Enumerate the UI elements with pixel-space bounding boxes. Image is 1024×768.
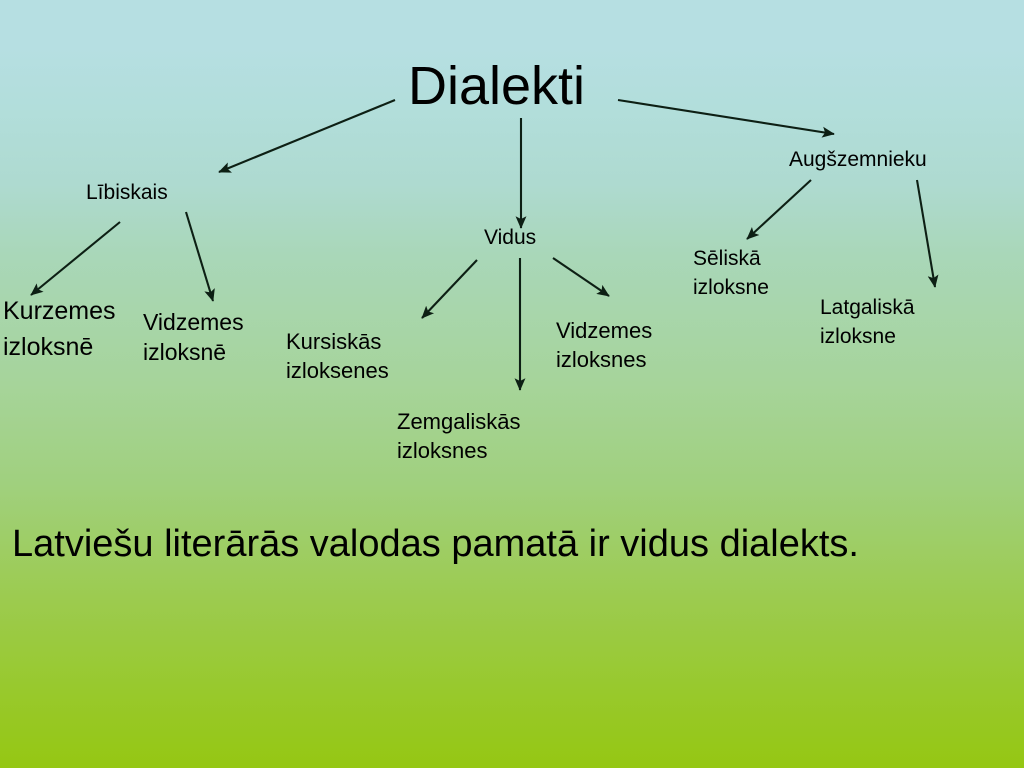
connector-vidus-to-kursiskas (421, 259, 478, 319)
diagram-leaf-vidzemes-izloksne-libiskais: Vidzemes izloksnē (143, 309, 244, 365)
diagram-leaf-zemgaliskas-izloksnes: Zemgaliskās izloksnes (397, 409, 521, 464)
connector-augszemnieku-to-latgaliska (915, 179, 939, 288)
diagram-branch-augszemnieku: Augšzemnieku (789, 148, 927, 171)
diagram-root-dialekti: Dialekti (408, 56, 586, 116)
diagram-branch-libiskais: Lībiskais (86, 181, 168, 204)
diagram-leaf-vidzemes-izloksnes-vidus: Vidzemes izloksnes (556, 318, 653, 373)
diagram-leaf-kurzemes-izloksne: Kurzemes izloksnē (3, 297, 116, 361)
diagram-branch-vidus: Vidus (484, 226, 537, 249)
slide-caption: Latviešu literārās valodas pamatā ir vid… (12, 523, 859, 565)
connector-augszemnieku-to-seliska (746, 179, 812, 240)
diagram-leaf-latgaliska-izloksne: Latgaliskā izloksne (820, 296, 915, 348)
diagram-leaf-kursiskas-izloksenes: Kursiskās izloksenes (286, 329, 389, 384)
connector-root-to-augszemnieku (617, 98, 835, 138)
connector-libiskais-to-kurzemes (30, 221, 121, 296)
connector-vidus-to-vidzemes (552, 257, 610, 297)
connector-libiskais-to-vidzemes (184, 211, 215, 302)
diagram-leaf-seliska-izloksne: Sēliskā izloksne (693, 247, 769, 299)
connector-root-to-libiskais (218, 99, 396, 173)
